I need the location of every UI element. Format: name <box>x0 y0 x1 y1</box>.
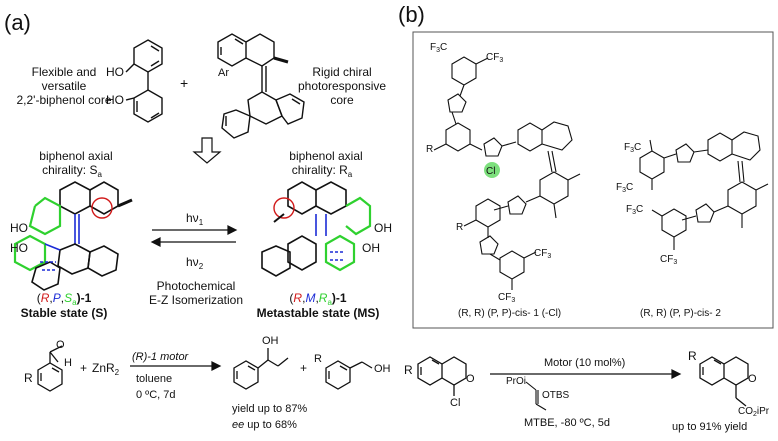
rxn-b-o: O <box>466 373 475 385</box>
rxn-b-yield: up to 91% yield <box>672 421 747 433</box>
rxn-b-conditions: MTBE, -80 ºC, 5d <box>524 417 610 429</box>
cis2-cf3-d: CF3 <box>660 254 677 266</box>
meta-compound-label: (R,M,Ra)-1 <box>289 291 346 307</box>
equilibrium-arrows <box>150 225 238 247</box>
alcohol-product-structure <box>233 348 289 390</box>
rxn-a-plus2: + <box>300 361 307 375</box>
rxn-a-oh2: OH <box>374 363 391 375</box>
stable-compound-label: (R,P,Sa)-1 <box>37 291 92 307</box>
rxn-a-plus1: + <box>80 361 87 375</box>
isochroman-product-structure <box>699 356 749 407</box>
cis2-cf3-c: F3C <box>626 204 643 216</box>
svg-text:Rigid chiral: Rigid chiral <box>312 65 371 79</box>
rxn-a-yield: yield up to 87% <box>232 403 307 415</box>
svg-text:chirality: Sa: chirality: Sa <box>42 163 102 179</box>
rxn-a-arrow <box>130 361 222 371</box>
cis-1-structure <box>433 56 581 290</box>
meta-oh-1: OH <box>374 221 392 235</box>
rxn-b-r: R <box>404 363 413 377</box>
chirality-right-text: biphenol axial chirality: Ra <box>289 149 362 179</box>
stable-ho-1: HO <box>10 221 28 235</box>
rigid-core-structure <box>217 33 305 139</box>
meta-oh-2: OH <box>362 241 380 255</box>
cis1-cl: Cl <box>486 166 495 177</box>
rxn-b-reagent2: OTBS <box>542 390 570 401</box>
cis2-cf3-a: F3C <box>624 142 641 154</box>
rxn-b-product-r: R <box>688 349 697 363</box>
stable-motor-structure <box>13 181 133 291</box>
rxn-b-catalyst: Motor (10 mol%) <box>544 357 625 369</box>
svg-text:biphenol axial: biphenol axial <box>39 149 112 163</box>
panel-b-frame <box>412 31 774 329</box>
panel-a-label: (a) <box>4 10 31 35</box>
rxn-b-product-o: O <box>748 373 757 385</box>
rxn-a-ee: ee up to 68% <box>232 419 297 431</box>
biphenol-structure <box>125 39 163 123</box>
ar-label: Ar <box>218 67 229 79</box>
cis1-cf3-c: CF3 <box>534 248 551 260</box>
cis2-cf3-b: F3C <box>616 182 633 194</box>
svg-text:Flexible and: Flexible and <box>32 65 97 79</box>
rxn-a-solvent: toluene <box>136 373 172 385</box>
rxn-a-conditions: 0 ºC, 7d <box>136 389 175 401</box>
panel-b-label: (b) <box>398 2 425 27</box>
biphenol-ho-top: HO <box>106 65 124 79</box>
benzyl-alcohol-structure <box>325 360 373 390</box>
benzaldehyde-structure <box>37 345 63 392</box>
chirality-left-text: biphenol axial chirality: Sa <box>39 149 112 179</box>
rxn-a-oh: OH <box>262 335 279 347</box>
rxn-a-o: O <box>56 339 65 351</box>
rxn-a-h: H <box>64 357 72 369</box>
rxn-a-r: R <box>24 371 33 385</box>
hv2-label: hν2 <box>186 255 204 271</box>
cis1-caption: (R, R) (P, P)-cis- 1 (-Cl) <box>458 308 561 319</box>
meta-state-label: Metastable state (MS) <box>257 306 380 320</box>
rxn-a-r-arom: R <box>314 353 322 365</box>
cis1-r-a: R <box>426 144 433 155</box>
cis1-r-b: R <box>456 222 463 233</box>
hv1-label: hν1 <box>186 211 204 227</box>
rxn-b-cl: Cl <box>450 397 460 409</box>
svg-text:2,2'-biphenol core: 2,2'-biphenol core <box>16 93 111 107</box>
isochroman-substrate-structure <box>417 356 467 396</box>
rxn-b-product-ester: CO2iPr <box>738 406 770 418</box>
cis1-cf3-d: CF3 <box>498 292 515 304</box>
stable-state-label: Stable state (S) <box>21 306 108 320</box>
photochemical-text: Photochemical E-Z Isomerization <box>149 279 243 307</box>
rxn-b-arrow <box>490 369 682 379</box>
rxn-b-reagent1: PrOi <box>506 376 526 387</box>
svg-text:core: core <box>330 93 354 107</box>
rxn-a-catalyst: (R)-1 motor <box>132 351 190 363</box>
rxn-a-znr2: ZnR2 <box>92 361 120 377</box>
svg-text:Photochemical: Photochemical <box>157 279 236 293</box>
flexible-core-text: Flexible and versatile 2,2'-biphenol cor… <box>16 65 111 107</box>
svg-text:photoresponsive: photoresponsive <box>298 79 386 93</box>
metastable-motor-structure <box>261 181 372 277</box>
plus-sign: + <box>180 75 188 91</box>
down-arrow-icon <box>192 137 222 164</box>
rigid-core-text: Rigid chiral photoresponsive core <box>298 65 386 107</box>
cis2-caption: (R, R) (P, P)-cis- 2 <box>640 308 721 319</box>
cis1-cf3-b: CF3 <box>486 52 503 64</box>
svg-text:versatile: versatile <box>42 79 87 93</box>
svg-text:E-Z Isomerization: E-Z Isomerization <box>149 293 243 307</box>
svg-text:biphenol axial: biphenol axial <box>289 149 362 163</box>
stable-ho-2: HO <box>10 241 28 255</box>
cis-2-structure <box>639 131 769 250</box>
svg-text:chirality: Ra: chirality: Ra <box>292 163 353 179</box>
cis1-cf3-a: F3C <box>430 42 447 54</box>
biphenol-ho-bottom: HO <box>106 93 124 107</box>
silyl-ketene-acetal-structure <box>525 381 547 411</box>
